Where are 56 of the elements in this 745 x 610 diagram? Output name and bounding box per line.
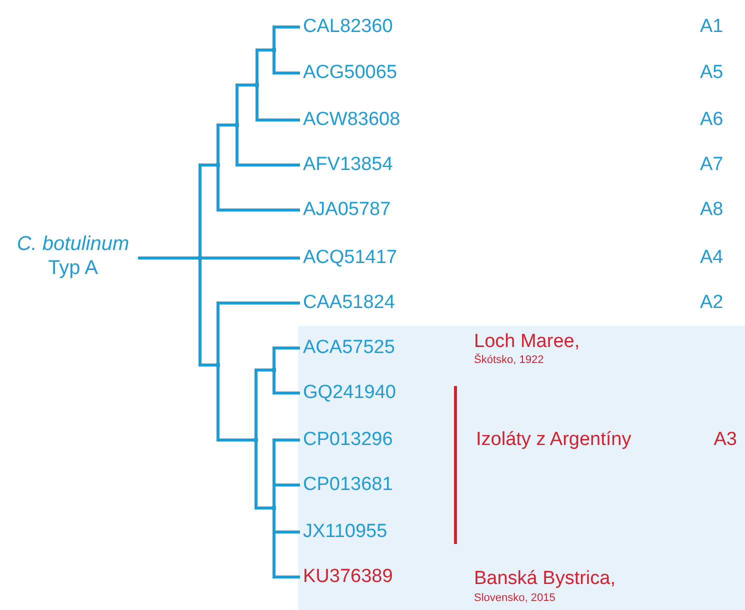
branch-point <box>255 83 259 87</box>
branch-point <box>216 363 220 367</box>
tree-branch <box>272 484 300 506</box>
branch-point <box>235 123 239 127</box>
subtype-label: A4 <box>700 246 724 269</box>
tree-branch <box>216 167 300 212</box>
accession-label: ACW83608 <box>300 109 404 131</box>
branch-point <box>272 506 276 510</box>
accession-label: CAL82360 <box>300 16 396 38</box>
origin-detail: Škótsko, 1922 <box>474 354 544 366</box>
subtype-label: A6 <box>700 108 724 131</box>
branch-point <box>216 163 220 167</box>
tree-branch <box>216 367 254 442</box>
branch-point <box>198 256 202 260</box>
tree-branch <box>272 26 300 48</box>
branch-point <box>272 48 276 52</box>
subtype-label: A3 <box>714 429 737 451</box>
taxon-label: C. botulinum Typ A <box>8 232 138 280</box>
subtype-label: A2 <box>700 292 724 314</box>
subtype-label: A5 <box>700 62 724 84</box>
accession-label: JX110955 <box>300 521 390 543</box>
origin-label: Loch Maree, <box>474 330 580 353</box>
tree-branch <box>256 87 300 122</box>
accession-label: CP013681 <box>300 474 396 496</box>
group-label: Izoláty z Argentíny <box>476 428 632 451</box>
subtype-label: A8 <box>700 198 724 221</box>
origin-label: Banská Bystrica, <box>474 568 616 590</box>
accession-label: CAA51824 <box>300 292 398 314</box>
tree-branch <box>272 346 300 368</box>
tree-branch <box>254 368 272 438</box>
subtype-label: A1 <box>700 16 724 38</box>
tree-branch <box>272 372 300 394</box>
accession-label: ACA57525 <box>300 337 398 359</box>
branch-point <box>272 368 276 372</box>
branch-point <box>254 438 258 442</box>
tree-branch <box>202 256 300 260</box>
tree-branch <box>216 302 300 363</box>
accession-label: ACG50065 <box>300 62 400 84</box>
tree-branch <box>198 260 216 366</box>
subtype-label: A7 <box>700 154 724 176</box>
tree-branch <box>272 52 300 74</box>
tree-branch <box>256 48 272 83</box>
tree-branch <box>236 127 300 166</box>
accession-label: AJA05787 <box>300 199 394 221</box>
origin-detail: Slovensko, 2015 <box>474 592 556 604</box>
tree-branch <box>138 256 198 260</box>
accession-label: CP013296 <box>300 429 396 451</box>
tree-branch <box>216 124 235 163</box>
accession-label: GQ241940 <box>300 382 399 404</box>
accession-label: KU376389 <box>300 566 396 588</box>
tree-branch <box>254 442 272 510</box>
accession-label: AFV13854 <box>300 154 396 176</box>
accession-label: ACQ51417 <box>300 247 400 269</box>
tree-branch <box>236 84 255 123</box>
tree-branch <box>198 164 216 256</box>
highlight-band <box>298 326 745 610</box>
